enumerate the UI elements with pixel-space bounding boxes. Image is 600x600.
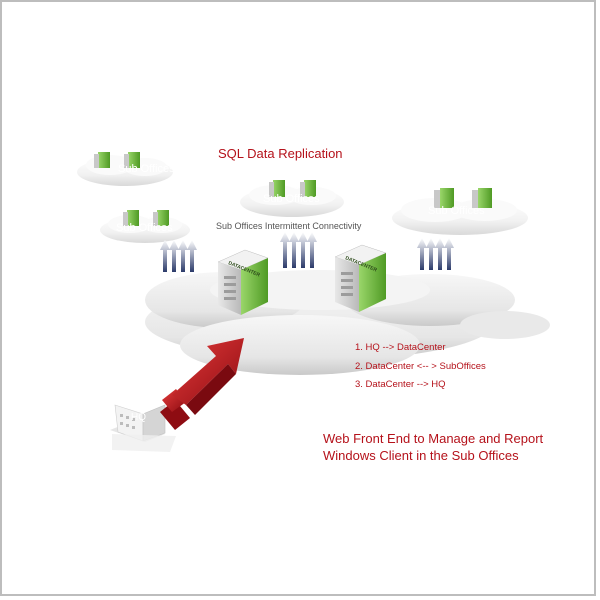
sub-office-label-3: Sub Offices [263,193,320,205]
sub-office-label-2: Sub Offices [116,222,173,234]
step-3: 3. DataCenter --> HQ [355,379,446,390]
web-front-end-line-1: Web Front End to Manage and Report [323,431,544,446]
step-2: 2. DataCenter <-- > SubOffices [355,361,486,372]
step-1: 1. HQ --> DataCenter [355,342,446,353]
arrows-middle [280,232,317,268]
sub-office-label-1: Sub Offices [118,163,175,175]
sub-office-label-4: Sub Offices [428,205,485,217]
diagram-title: SQL Data Replication [218,146,343,161]
web-front-end-line-2: Windows Client in the Sub Offices [323,448,519,463]
arrows-left [160,240,197,272]
datacenter-server-left: DATACENTER [218,250,268,315]
hq-label: HQ [131,412,146,423]
connectivity-label: Sub Offices Intermittent Connectivity [216,221,362,231]
arrows-right [417,238,454,270]
datacenter-server-right: DATACENTER [335,245,386,312]
